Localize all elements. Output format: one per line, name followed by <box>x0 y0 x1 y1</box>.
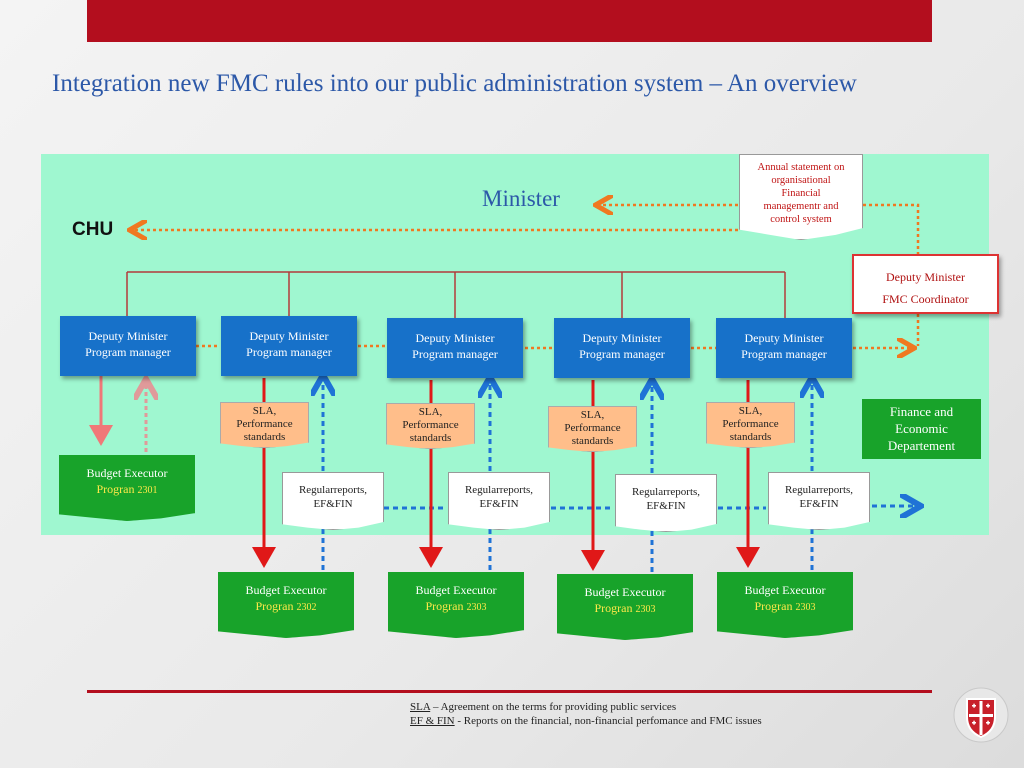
org-tree-lines <box>126 271 786 318</box>
regular-reports-doc: Regularreports,EF&FIN <box>282 472 384 530</box>
crest-logo-icon <box>953 687 1009 743</box>
footer-legend: SLA – Agreement on the terms for providi… <box>410 701 762 727</box>
orange-dotted-arrows <box>132 205 920 348</box>
top-accent-bar <box>87 0 932 42</box>
regular-reports-doc: Regularreports,EF&FIN <box>615 474 717 532</box>
regular-reports-doc: Regularreports,EF&FIN <box>448 472 550 530</box>
minister-label: Minister <box>482 186 560 211</box>
bottom-accent-bar <box>87 690 932 693</box>
red-arrows <box>252 378 760 571</box>
chu-label: CHU <box>72 219 114 240</box>
page-title: Integration new FMC rules into our publi… <box>52 70 857 97</box>
deputy-minister-fmc-coordinator: Deputy Minister FMC Coordinator <box>852 254 999 314</box>
finance-economic-department: Finance and Economic Departement <box>862 399 981 459</box>
annual-statement-doc: Annual statement on organisational Finan… <box>739 154 863 240</box>
regular-reports-doc: Regularreports,EF&FIN <box>768 472 870 530</box>
